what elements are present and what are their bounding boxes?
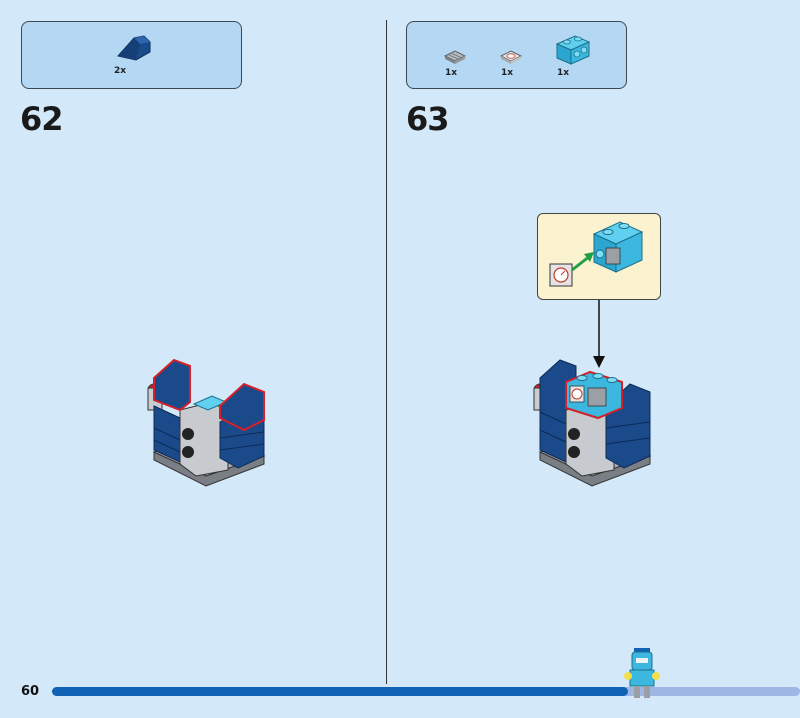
- part-dark-blue-slope: 2x: [114, 32, 154, 82]
- dark-blue-slope-icon: [117, 35, 151, 61]
- part-gray-grille-tile: 1x: [443, 48, 467, 88]
- robot-minifigure-icon: [624, 648, 660, 698]
- part-qty: 1x: [445, 68, 458, 78]
- parts-list-step-63: 1x 1x 1x: [406, 21, 627, 89]
- callout-arrow: [593, 300, 605, 368]
- step-63-model: [533, 359, 652, 487]
- azure-brick-icon: [555, 35, 591, 65]
- part-azure-brick-side-studs: 1x: [553, 32, 593, 88]
- new-slope-right: [219, 382, 265, 432]
- grille-tile-icon: [443, 50, 467, 64]
- gauge-tile-icon: [499, 50, 523, 64]
- step-62-model: [147, 358, 266, 487]
- sub-assembly-callout: [537, 213, 661, 300]
- part-printed-gauge-tile: 1x: [499, 48, 523, 88]
- step-number-62: 62: [20, 100, 64, 138]
- parts-list-step-62: 2x: [21, 21, 242, 89]
- step-number-63: 63: [406, 100, 450, 138]
- part-qty: 2x: [114, 66, 127, 76]
- new-slope-left: [153, 358, 191, 412]
- callout-illustration: [549, 221, 644, 287]
- part-qty: 1x: [501, 68, 514, 78]
- part-qty: 1x: [557, 68, 570, 78]
- progress-fill: [52, 687, 628, 696]
- page-divider: [386, 20, 387, 684]
- page-number: 60: [21, 684, 40, 699]
